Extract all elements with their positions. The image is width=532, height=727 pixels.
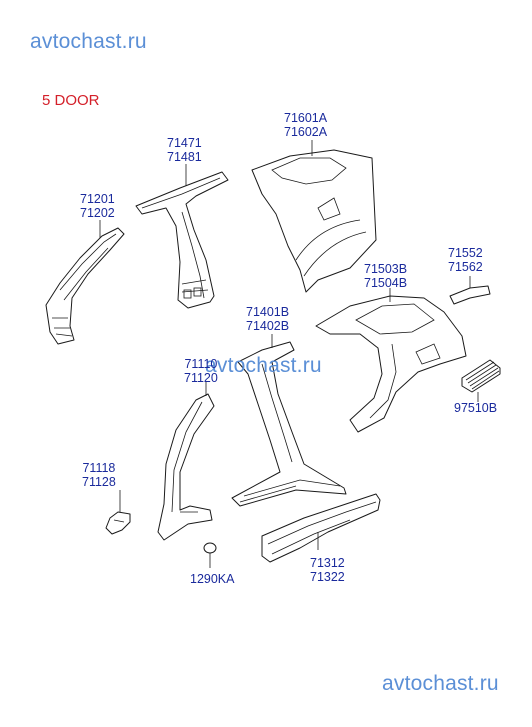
trim-piece-part [449, 276, 491, 305]
diagram-title: 5 DOOR [42, 92, 100, 109]
center-pillar-part [231, 334, 347, 507]
watermark-top: avtochast.ru [30, 30, 147, 53]
label-plug: 1290KA [190, 572, 235, 586]
watermark-middle: avtochast.ru [205, 354, 322, 377]
quarter-inner-part [251, 140, 377, 293]
bracket-part [105, 490, 131, 535]
side-sill-part [261, 493, 381, 563]
front-pillar-lower-part [157, 382, 215, 541]
quarter-outer-part [315, 288, 467, 433]
plug-part [203, 542, 217, 568]
watermark-bottom: avtochast.ru [382, 672, 499, 695]
vent-grille-part [461, 359, 501, 402]
label-vent-grille: 97510B [454, 401, 498, 415]
b-pillar-part [135, 164, 229, 309]
a-pillar-part [45, 220, 125, 345]
